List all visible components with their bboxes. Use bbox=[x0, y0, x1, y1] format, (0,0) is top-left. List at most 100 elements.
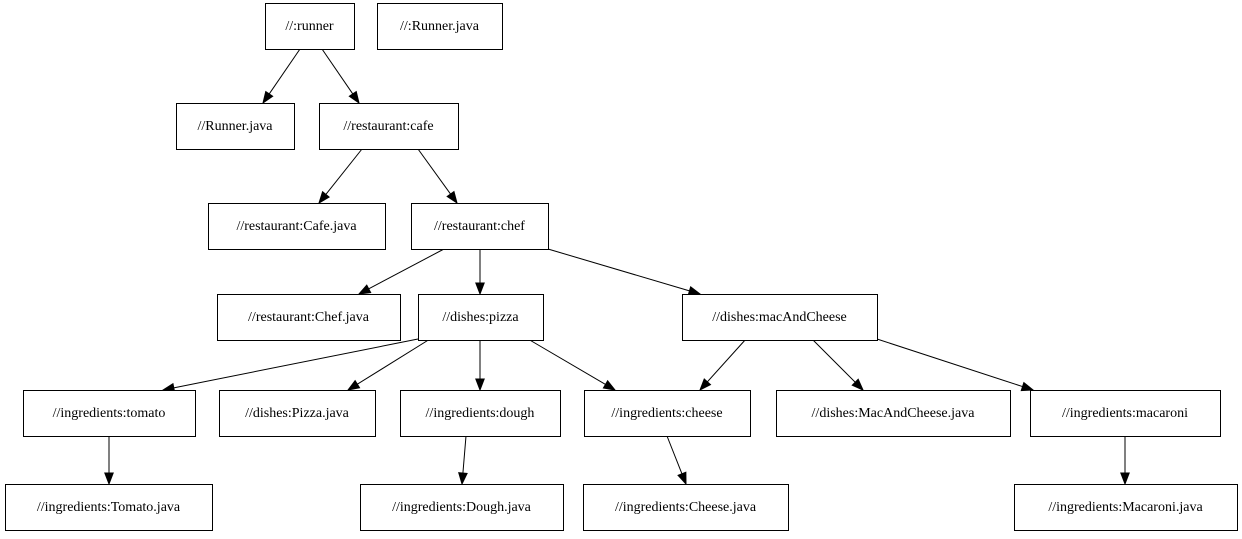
graph-node[interactable]: //ingredients:tomato bbox=[23, 390, 196, 437]
node-box[interactable] bbox=[176, 103, 295, 150]
arrowhead-icon bbox=[687, 286, 702, 296]
edge-line bbox=[527, 338, 606, 385]
node-label: //restaurant:Chef.java bbox=[248, 310, 370, 325]
graph-node[interactable]: //ingredients:Cheese.java bbox=[583, 484, 789, 531]
arrowhead-icon bbox=[1020, 381, 1035, 392]
node-box[interactable] bbox=[5, 484, 213, 531]
edge-restaurantCafe-to-restaurantChef bbox=[417, 148, 458, 205]
node-label: //ingredients:macaroni bbox=[1062, 406, 1188, 421]
arrowhead-icon bbox=[318, 190, 331, 205]
arrowhead-icon bbox=[699, 378, 712, 392]
node-box[interactable] bbox=[319, 103, 459, 150]
node-label: //restaurant:Cafe.java bbox=[236, 219, 357, 234]
graph-node[interactable]: //dishes:macAndCheese bbox=[682, 294, 878, 341]
arrowhead-icon bbox=[475, 282, 485, 296]
edge-dishesMac-to-dishesMacJava bbox=[811, 338, 864, 391]
node-box[interactable] bbox=[217, 294, 401, 341]
edge-restaurantCafe-to-restaurantCafeJava bbox=[318, 148, 363, 205]
node-label: //restaurant:chef bbox=[434, 219, 525, 234]
arrowhead-icon bbox=[1120, 472, 1130, 486]
edge-line bbox=[811, 338, 856, 383]
node-box[interactable] bbox=[1030, 390, 1221, 437]
node-label: //Runner.java bbox=[197, 119, 273, 134]
node-label: //dishes:pizza bbox=[442, 310, 519, 325]
node-label: //dishes:MacAndCheese.java bbox=[812, 406, 976, 421]
node-box[interactable] bbox=[418, 294, 544, 341]
node-label: //ingredients:dough bbox=[426, 406, 535, 421]
arrowhead-icon bbox=[475, 378, 485, 392]
node-box[interactable] bbox=[377, 3, 503, 50]
graph-node[interactable]: //ingredients:Macaroni.java bbox=[1014, 484, 1238, 531]
node-box[interactable] bbox=[208, 203, 386, 250]
edge-runner-to-restaurantCafe bbox=[321, 48, 360, 105]
edge-line bbox=[417, 148, 451, 195]
node-box[interactable] bbox=[411, 203, 549, 250]
edge-line bbox=[666, 435, 683, 474]
node-label: //ingredients:cheese bbox=[611, 406, 722, 421]
arrowhead-icon bbox=[602, 379, 617, 391]
node-box[interactable] bbox=[583, 484, 789, 531]
node-label: //:Runner.java bbox=[400, 19, 480, 34]
node-box[interactable] bbox=[265, 3, 355, 50]
arrowhead-icon bbox=[357, 284, 372, 295]
arrowhead-icon bbox=[677, 471, 687, 486]
edge-line bbox=[547, 248, 690, 292]
node-box[interactable] bbox=[584, 390, 751, 437]
edge-dishesPizza-to-ingCheese bbox=[527, 338, 617, 391]
node-box[interactable] bbox=[776, 390, 1011, 437]
graph-node[interactable]: //:Runner.java bbox=[377, 3, 503, 50]
graph-node[interactable]: //ingredients:dough bbox=[400, 390, 561, 437]
edge-dishesMac-to-ingCheese bbox=[699, 338, 747, 392]
edge-restaurantChef-to-dishesPizza bbox=[475, 249, 485, 296]
graph-node[interactable]: //dishes:MacAndCheese.java bbox=[776, 390, 1011, 437]
edge-ingTomato-to-ingTomatoJava bbox=[104, 436, 114, 486]
graph-node[interactable]: //dishes:pizza bbox=[418, 294, 544, 341]
edge-line bbox=[706, 338, 747, 383]
edge-line bbox=[325, 148, 363, 195]
edge-line bbox=[368, 248, 445, 290]
edge-line bbox=[462, 435, 467, 474]
graph-node[interactable]: //restaurant:cafe bbox=[319, 103, 459, 150]
node-box[interactable] bbox=[219, 390, 376, 437]
node-box[interactable] bbox=[1014, 484, 1238, 531]
graph-node[interactable]: //ingredients:cheese bbox=[584, 390, 751, 437]
node-box[interactable] bbox=[23, 390, 196, 437]
node-label: //ingredients:Tomato.java bbox=[37, 500, 181, 515]
edge-dishesPizza-to-ingDough bbox=[475, 339, 485, 392]
edge-line bbox=[268, 48, 301, 95]
node-label: //dishes:macAndCheese bbox=[712, 310, 847, 325]
edge-dishesPizza-to-dishesPizzaJava bbox=[346, 338, 431, 391]
edge-restaurantChef-to-restaurantChefJava bbox=[357, 248, 445, 295]
edge-ingCheese-to-ingCheeseJava bbox=[666, 435, 687, 486]
graph-node[interactable]: //ingredients:macaroni bbox=[1030, 390, 1221, 437]
node-label: //dishes:Pizza.java bbox=[245, 406, 350, 421]
graph-node[interactable]: //restaurant:Cafe.java bbox=[208, 203, 386, 250]
graph-node[interactable]: //Runner.java bbox=[176, 103, 295, 150]
node-label: //ingredients:Macaroni.java bbox=[1048, 500, 1203, 515]
graph-node[interactable]: //restaurant:Chef.java bbox=[217, 294, 401, 341]
edge-dishesPizza-to-ingTomato bbox=[161, 338, 419, 393]
graph-node[interactable]: //ingredients:Tomato.java bbox=[5, 484, 213, 531]
node-label: //ingredients:tomato bbox=[53, 406, 166, 421]
node-box[interactable] bbox=[400, 390, 561, 437]
arrowhead-icon bbox=[104, 472, 114, 486]
node-label: //ingredients:Dough.java bbox=[392, 500, 532, 515]
node-label: //ingredients:Cheese.java bbox=[615, 500, 757, 515]
arrowhead-icon bbox=[446, 190, 458, 205]
node-box[interactable] bbox=[360, 484, 564, 531]
edge-runner-to-RunnerJava bbox=[262, 48, 301, 105]
graph-node[interactable]: //ingredients:Dough.java bbox=[360, 484, 564, 531]
edge-restaurantChef-to-dishesMac bbox=[547, 248, 702, 296]
node-label: //:runner bbox=[285, 19, 334, 34]
edge-ingDough-to-ingDoughJava bbox=[458, 435, 468, 486]
edge-line bbox=[173, 338, 419, 389]
edge-dishesMac-to-ingMacaroni bbox=[876, 338, 1035, 392]
graph-node[interactable]: //restaurant:chef bbox=[411, 203, 549, 250]
arrowhead-icon bbox=[262, 90, 274, 105]
graph-node[interactable]: //:runner bbox=[265, 3, 355, 50]
graph-node[interactable]: //dishes:Pizza.java bbox=[219, 390, 376, 437]
node-box[interactable] bbox=[682, 294, 878, 341]
arrowhead-icon bbox=[346, 379, 361, 391]
arrowhead-icon bbox=[348, 90, 360, 105]
